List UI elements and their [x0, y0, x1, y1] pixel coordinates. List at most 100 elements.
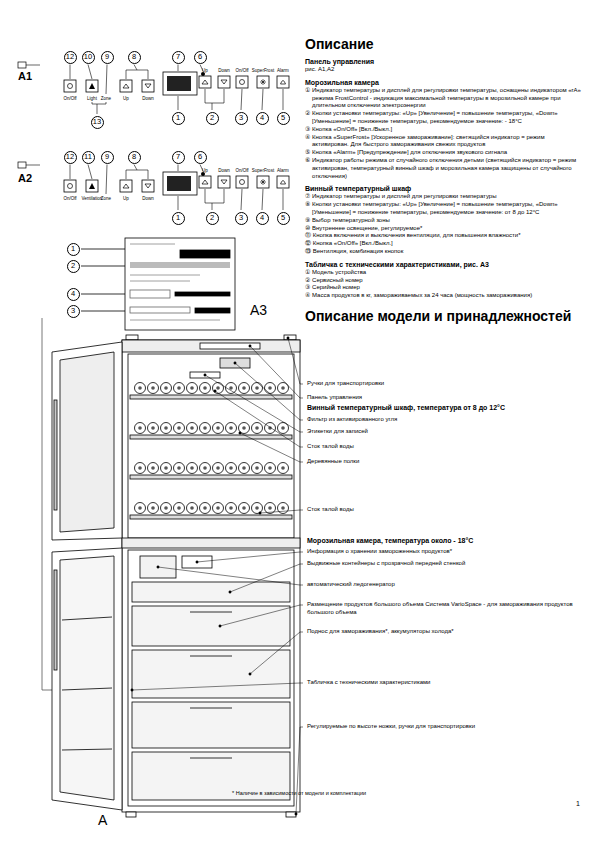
page-heading: Описание модели и принадлежностей — [305, 308, 583, 324]
button-label: Zone — [101, 96, 111, 101]
callout-number: 5 — [281, 114, 285, 122]
callout-circle: 6 — [194, 151, 207, 164]
list-item: ⑪ Кнопка включения и выключения вентиляц… — [305, 232, 583, 240]
list-item: ⑫ Кнопка «On/Off» [Вкл./Выкл.] — [305, 240, 583, 248]
control-panels — [18, 62, 289, 210]
page-heading: Описание — [305, 36, 583, 52]
section-heading: Винный температурный шкаф — [305, 185, 583, 192]
callout-circle: 2 — [67, 260, 80, 273]
button-label: On/Off — [235, 168, 248, 173]
part-label: Размещение продуктов большого объема Сис… — [307, 601, 577, 616]
footnote: * Наличие в зависимости от модели и комп… — [232, 790, 366, 796]
button-label: On/Off — [63, 96, 76, 101]
button-label: Up — [202, 68, 208, 73]
callout-circle: 8 — [128, 151, 141, 164]
button-label: Down — [218, 168, 230, 173]
list-item: ⑬ Вентиляция, комбинация кнопок — [305, 248, 583, 256]
list-item: ⑨ Выбор температурной зоны — [305, 217, 583, 225]
callout-number: 7 — [176, 153, 180, 161]
callout-number: 8 — [132, 53, 136, 61]
callout-number: 5 — [281, 214, 285, 222]
section-heading: Панель управления — [305, 58, 583, 65]
part-label: Поднос для замораживания*, аккумуляторы … — [307, 628, 577, 636]
callout-circle: 9 — [101, 51, 114, 64]
figure-label: A — [98, 812, 107, 828]
callout-number: 4 — [260, 114, 264, 122]
button-label: On/Off — [63, 196, 76, 201]
callout-circle: 3 — [67, 305, 80, 318]
compartment-heading: Морозильная камера, температура около - … — [307, 537, 582, 545]
appliance-drawing — [52, 335, 300, 817]
list-item: ⑧ Кнопки установки температуры: «Up» [Ув… — [305, 201, 583, 217]
list-item: ⑩ Внутреннее освещение, регулируемое* — [305, 225, 583, 233]
button-label: Light — [87, 96, 97, 101]
list-item: ⑤ Кнопка «Alarm» [Предупреждение] для от… — [305, 149, 583, 157]
list-item: ① Индикатор температуры и дисплей для ре… — [305, 87, 583, 110]
callout-circle: 1 — [172, 112, 185, 125]
callout-number: 1 — [176, 114, 180, 122]
part-label: автоматический ледогенератор — [307, 581, 577, 589]
page-number: 1 — [576, 800, 580, 808]
part-label: Сток талой воды — [307, 443, 577, 451]
callout-number: 10 — [84, 53, 92, 61]
button-label: SuperFrost — [252, 68, 274, 73]
callout-circle: 5 — [277, 112, 290, 125]
callout-circle: 12 — [64, 151, 77, 164]
callout-number: 9 — [105, 153, 109, 161]
callout-circle: 7 — [172, 51, 185, 64]
callout-number: 2 — [210, 214, 214, 222]
list-item: ③ Кнопка «On/Off» [Вкл./Выкл.] — [305, 126, 583, 134]
callout-number: 3 — [71, 307, 75, 315]
callout-number: 13 — [93, 118, 101, 126]
callout-circle: 9 — [101, 151, 114, 164]
callout-number: 4 — [71, 290, 75, 298]
callout-circle: 10 — [82, 51, 95, 64]
callout-number: 3 — [239, 214, 243, 222]
callout-circle: 5 — [277, 212, 290, 225]
callout-number: 6 — [198, 153, 202, 161]
callout-number: 12 — [66, 53, 74, 61]
leader-lines — [131, 337, 303, 815]
button-label: Down — [142, 96, 154, 101]
part-label: Деревянные полки — [307, 458, 577, 466]
list-item: ⑦ Индикатор температуры и дисплей для ре… — [305, 193, 583, 201]
part-label: Этикетки для записей — [307, 428, 577, 436]
callout-number: 2 — [210, 114, 214, 122]
callout-number: 4 — [260, 214, 264, 222]
callout-circle: 2 — [206, 212, 219, 225]
part-label: Ручки для транспортировки — [307, 380, 577, 388]
callout-circle: 6 — [194, 51, 207, 64]
callout-circle: 1 — [172, 212, 185, 225]
list-item: ④ Кнопка «SuperFrost» [Ускоренное замора… — [305, 134, 583, 150]
part-label: Фильтр из активированного угля — [307, 416, 577, 424]
list-item: ③ Серийный номер — [305, 284, 583, 292]
list-item: ⑥ Индикатор работы режима от случайного … — [305, 157, 583, 180]
part-label: Панель управления — [307, 394, 577, 402]
callout-circle: 8 — [128, 51, 141, 64]
figure-label: A1 — [18, 70, 32, 83]
button-label: Down — [142, 196, 154, 201]
callout-number: 1 — [176, 214, 180, 222]
callout-circle: 4 — [256, 112, 269, 125]
button-label: On/Off — [235, 68, 248, 73]
callout-circle: 2 — [206, 112, 219, 125]
callout-number: 3 — [239, 114, 243, 122]
part-label: Сток талой воды — [307, 506, 577, 514]
part-label: Выдвижные контейнеры с прозрачной передн… — [307, 560, 577, 568]
button-label: Up — [123, 196, 129, 201]
callout-number: 12 — [66, 153, 74, 161]
button-label: Down — [218, 68, 230, 73]
callout-circle: 3 — [235, 212, 248, 225]
callout-number: 11 — [84, 153, 92, 161]
callout-number: 7 — [176, 53, 180, 61]
section-heading: Морозильная камера — [305, 79, 583, 86]
callout-number: 2 — [71, 262, 75, 270]
button-label: Zone — [101, 196, 111, 201]
body-text: рис. A1,A2 — [305, 66, 583, 74]
callout-circle: 12 — [64, 51, 77, 64]
callout-circle: 7 — [172, 151, 185, 164]
figure-label: A3 — [250, 302, 267, 318]
callout-number: 1 — [71, 245, 75, 253]
